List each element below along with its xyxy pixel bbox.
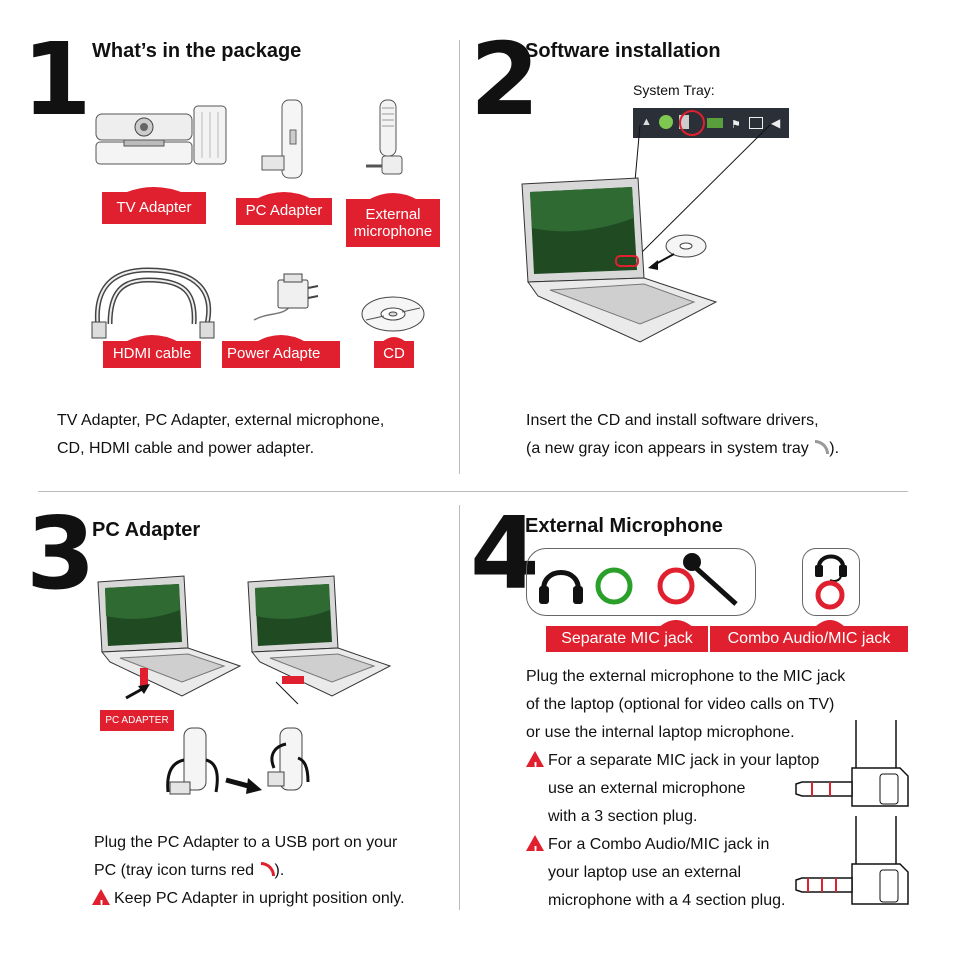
label-combo-audio-mic-jack: Combo Audio/MIC jack [710, 626, 908, 652]
label-pointer [368, 193, 418, 200]
text-fragment: For a separate MIC jack in your laptop [548, 752, 820, 769]
warning-line: For a Combo Audio/MIC jack in [526, 831, 845, 865]
tray-adapter-icon [679, 110, 705, 136]
separate-jacks-panel [526, 548, 756, 616]
label-pc-adapter: PC Adapter [236, 198, 332, 225]
warning-icon [92, 889, 110, 919]
gray-tray-icon [815, 440, 830, 454]
label-pointer [256, 335, 306, 342]
red-tray-icon [260, 862, 275, 876]
cd-image [361, 296, 425, 332]
horizontal-divider [38, 491, 908, 492]
text-line: Plug the PC Adapter to a USB port on you… [94, 834, 398, 851]
tray-arrow-icon: ▲ [641, 116, 652, 128]
section1-description: TV Adapter, PC Adapter, external microph… [57, 407, 384, 463]
power-adapter-image [253, 273, 319, 321]
step-number-4: 4 [470, 495, 540, 612]
text-fragment: Keep PC Adapter in upright position only… [114, 890, 405, 907]
warning-icon [526, 751, 544, 781]
text-fragment: ). [274, 862, 285, 879]
label-hdmi-cable: HDMI cable [103, 341, 201, 368]
label-separate-mic-jack: Separate MIC jack [546, 626, 708, 652]
warning-line: For a separate MIC jack in your laptop [526, 747, 845, 781]
text-line: microphone with a 4 section plug. [548, 892, 786, 909]
hdmi-cable-image [91, 267, 215, 339]
warning-line: Keep PC Adapter in upright position only… [92, 885, 405, 919]
warning-icon [526, 835, 544, 865]
label-text: External microphone [353, 206, 433, 240]
text-line: CD, HDMI cable and power adapter. [57, 440, 315, 457]
label-cd: CD [374, 341, 414, 368]
section3-description: Plug the PC Adapter to a USB port on you… [92, 829, 405, 919]
step-number-1: 1 [22, 21, 92, 138]
external-mic-image [366, 99, 403, 175]
pc-adapter-image [261, 99, 303, 179]
text-line: with a 3 section plug. [548, 808, 698, 825]
section-title-software: Software installation [525, 40, 721, 62]
tray-network-icon [707, 118, 723, 128]
text-line: Insert the CD and install software drive… [526, 412, 819, 429]
label-pc-adapter-small: PC ADAPTER [100, 710, 174, 731]
step-number-3: 3 [26, 495, 96, 612]
section2-description: Insert the CD and install software drive… [526, 407, 839, 463]
text-line-with-icon: PC (tray icon turns red ). [94, 857, 405, 885]
text-line: or use the internal laptop microphone. [526, 724, 795, 741]
system-tray-label: System Tray: [633, 82, 715, 98]
text-fragment: (a new gray icon appears in system tray [526, 440, 809, 457]
laptop-right-image [247, 575, 392, 705]
tv-adapter-image [95, 105, 227, 165]
vertical-divider-bottom [459, 505, 460, 910]
headphones-icon [539, 570, 583, 604]
text-line: of the laptop (optional for video calls … [526, 696, 835, 713]
laptop-left-image [97, 575, 242, 697]
text-fragment: PC (tray icon turns red [94, 862, 255, 879]
microphone-icon [683, 553, 738, 606]
adapter-rotation-image [166, 727, 310, 795]
label-external-microphone: External microphone [346, 199, 440, 247]
tray-monitor-icon [749, 117, 763, 129]
text-line-with-icon: (a new gray icon appears in system tray … [526, 435, 839, 463]
vertical-divider-top [459, 40, 460, 474]
plug-3-section-image [795, 720, 909, 807]
label-power-adapter: Power Adapte [222, 341, 340, 368]
laptop-image [521, 177, 718, 343]
label-tv-adapter: TV Adapter [102, 192, 206, 224]
tray-volume-icon: ◀ [771, 116, 781, 130]
text-fragment: ). [829, 440, 840, 457]
section-title-external-mic: External Microphone [525, 515, 723, 537]
text-fragment: For a Combo Audio/MIC jack in [548, 836, 770, 853]
headset-icon [815, 554, 847, 582]
label-pointer [256, 192, 312, 199]
plug-4-section-image [795, 816, 909, 905]
step-number-2: 2 [470, 21, 540, 138]
tray-flag-icon: ⚑ [731, 119, 741, 131]
arrow-icon [648, 253, 675, 270]
text-line: Plug the external microphone to the MIC … [526, 668, 846, 685]
combo-jack-panel [802, 548, 860, 616]
combo-jack-icon [815, 580, 845, 610]
red-jack-icon [657, 567, 695, 605]
section-title-pc-adapter: PC Adapter [92, 519, 201, 541]
arrow-icon [125, 684, 150, 700]
text-line: use an external microphone [548, 780, 746, 797]
tray-green-icon [659, 115, 673, 129]
cd-small-image [665, 234, 707, 258]
green-jack-icon [595, 567, 633, 605]
system-tray-strip: ▲ ⚑ ◀ [633, 108, 789, 138]
label-pointer [125, 335, 179, 342]
text-line: TV Adapter, PC Adapter, external microph… [57, 412, 385, 429]
text-line: your laptop use an external [548, 864, 742, 881]
section4-description: Plug the external microphone to the MIC … [526, 663, 845, 915]
section-title-package: What’s in the package [92, 40, 302, 62]
